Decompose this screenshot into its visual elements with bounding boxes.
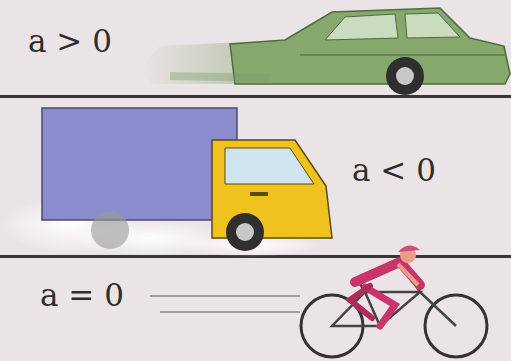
acceleration-label: a > 0 [28,26,112,57]
truck [0,108,332,257]
car [140,8,510,95]
acceleration-label: a = 0 [40,280,124,311]
separator-lines [0,95,511,258]
acceleration-label: a < 0 [352,155,436,186]
cyclist [150,245,487,357]
